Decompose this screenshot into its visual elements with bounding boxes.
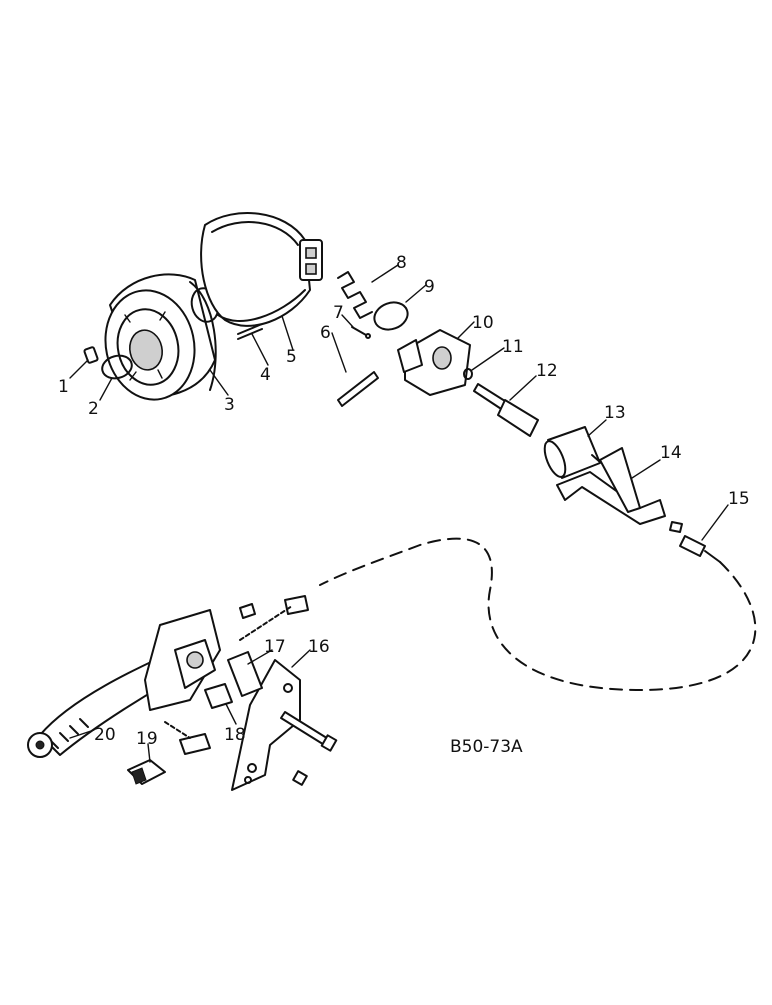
part-6-pin — [337, 371, 379, 407]
part-13-sleeve — [543, 426, 601, 479]
callout-14: 14 — [660, 443, 682, 463]
part-8-spring — [337, 271, 373, 319]
cable-dashed-line — [319, 537, 757, 691]
callout-13: 13 — [604, 403, 626, 423]
callout-16: 16 — [308, 637, 330, 657]
callout-20: 20 — [94, 725, 116, 745]
callout-12: 12 — [536, 361, 558, 381]
callout-17: 17 — [264, 637, 286, 657]
part-11-small-o-ring — [463, 368, 473, 380]
part-18-pawl — [204, 683, 233, 709]
part-1-key — [83, 346, 99, 364]
callout-6: 6 — [320, 323, 331, 343]
part-9-o-ring — [373, 301, 409, 331]
callout-2: 2 — [88, 399, 99, 419]
drawing-code-label: B50-73A — [450, 737, 523, 757]
callout-7: 7 — [333, 303, 344, 323]
lever-housing — [144, 609, 221, 711]
callout-15: 15 — [728, 489, 750, 509]
part-19-latch — [127, 721, 211, 785]
cable-fitting — [239, 595, 309, 641]
callout-11: 11 — [502, 337, 524, 357]
callout-8: 8 — [396, 253, 407, 273]
leader-lines — [69, 264, 729, 763]
part-7-small-pin — [351, 326, 371, 339]
callout-9: 9 — [424, 277, 435, 297]
callout-4: 4 — [260, 365, 271, 385]
callout-18: 18 — [224, 725, 246, 745]
callout-19: 19 — [136, 729, 158, 749]
callout-1: 1 — [58, 377, 69, 397]
part-17-pin — [227, 651, 263, 697]
bolts — [280, 711, 338, 786]
callout-3: 3 — [224, 395, 235, 415]
part-16-mounting-plate — [231, 659, 301, 791]
part-3-brake-drum — [104, 273, 217, 401]
callout-10: 10 — [472, 313, 494, 333]
callout-labels: 1 2 3 4 5 6 7 8 9 10 11 12 13 14 15 16 1… — [58, 253, 750, 749]
part-15-cable-end — [669, 521, 721, 563]
part-14-bracket — [556, 447, 666, 525]
part-2-snap-ring — [101, 354, 133, 380]
part-10-cam-housing — [397, 329, 471, 396]
part-5-brake-band — [200, 212, 323, 327]
part-12-shaft — [473, 383, 539, 437]
callout-5: 5 — [286, 347, 297, 367]
